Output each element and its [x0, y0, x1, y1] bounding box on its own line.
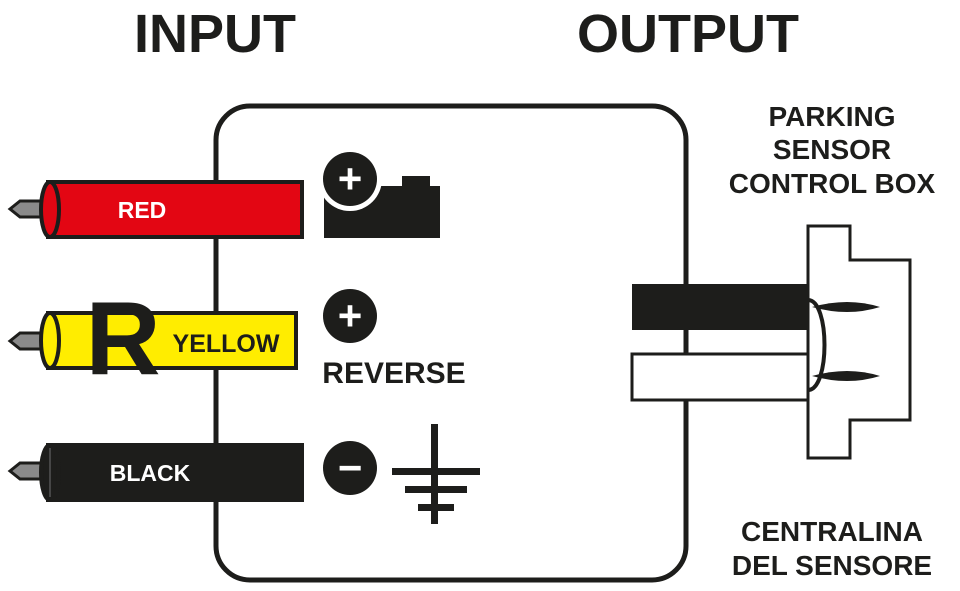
output-cable-black	[632, 284, 810, 330]
control-box-label: PARKING SENSOR CONTROL BOX	[729, 101, 936, 199]
battery-plus-sign: +	[338, 155, 363, 202]
battery-icon-terminal	[402, 176, 430, 188]
output-header: OUTPUT	[577, 4, 799, 64]
yellow-wire: R YELLOW	[7, 281, 298, 397]
reverse-label: REVERSE	[322, 357, 465, 390]
italian-label-line2: DEL SENSORE	[732, 550, 932, 581]
output-cables	[630, 284, 812, 402]
black-wire-label: BLACK	[110, 460, 191, 486]
yellow-wire-end	[39, 311, 61, 370]
ground-icon	[392, 424, 480, 524]
red-wire-label: RED	[118, 197, 167, 223]
italian-label: CENTRALINA DEL SENSORE	[732, 516, 932, 581]
ground-minus-circle	[323, 441, 377, 495]
reverse-terminal: + REVERSE	[322, 289, 466, 390]
red-wire-body	[46, 180, 304, 239]
reverse-badge-letter: R	[85, 281, 160, 397]
control-box-label-line1: PARKING	[768, 101, 895, 132]
control-box-label-line3: CONTROL BOX	[729, 168, 936, 199]
italian-label-line1: CENTRALINA	[741, 516, 923, 547]
yellow-wire-label: YELLOW	[173, 330, 280, 358]
battery-plus-circle	[323, 152, 377, 206]
control-box-label-line2: SENSOR	[773, 134, 891, 165]
reverse-plus-circle	[323, 289, 377, 343]
output-cable-white	[630, 352, 812, 402]
black-wire: BLACK	[7, 443, 304, 502]
red-wire: RED	[7, 180, 304, 239]
yellow-wire-body	[46, 311, 298, 370]
red-wire-end	[39, 180, 61, 239]
ground-minus-sign: −	[338, 444, 363, 491]
reverse-plus-sign: +	[338, 292, 363, 339]
input-header: INPUT	[134, 4, 296, 64]
black-wire-body	[46, 443, 304, 502]
ground-terminal: −	[323, 424, 480, 524]
battery-terminal: +	[318, 147, 440, 238]
connector-icon	[806, 224, 912, 460]
